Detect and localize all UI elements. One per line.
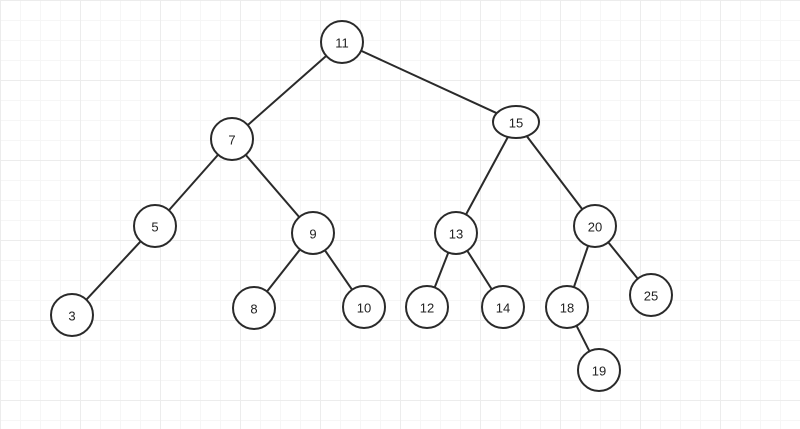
nodes-layer: 11 7 15 5 9 13 20 3 8 10 12 14 18 25 19 <box>50 20 673 392</box>
edge-13-14 <box>466 250 493 290</box>
node-circle <box>573 204 617 248</box>
tree-node-11: 11 <box>320 20 364 64</box>
edge-15-20 <box>525 135 584 210</box>
node-circle <box>291 211 335 255</box>
tree-node-3: 3 <box>50 293 94 337</box>
node-label: 19 <box>592 364 606 379</box>
node-circle <box>577 348 621 392</box>
node-circle <box>210 117 254 161</box>
tree-node-7: 7 <box>210 117 254 161</box>
node-label: 9 <box>309 227 316 242</box>
node-label: 13 <box>449 227 463 242</box>
tree-node-12: 12 <box>405 285 449 329</box>
node-circle <box>50 293 94 337</box>
edge-13-12 <box>433 252 450 288</box>
node-circle <box>492 105 540 139</box>
node-circle <box>481 285 525 329</box>
node-circle <box>232 286 276 330</box>
edge-18-19 <box>575 325 591 352</box>
tree-node-19: 19 <box>577 348 621 392</box>
node-label: 8 <box>250 302 257 317</box>
node-label: 18 <box>560 301 574 316</box>
tree-node-9: 9 <box>291 211 335 255</box>
node-label: 7 <box>228 133 235 148</box>
node-circle <box>405 285 449 329</box>
tree-node-15: 15 <box>492 105 540 139</box>
edge-9-8 <box>266 248 301 293</box>
node-label: 20 <box>588 220 602 235</box>
tree-node-18: 18 <box>545 285 589 329</box>
node-label: 3 <box>68 309 75 324</box>
node-circle <box>133 204 177 248</box>
edge-7-5 <box>168 154 219 211</box>
edge-11-15 <box>360 49 498 115</box>
edge-15-13 <box>465 136 509 216</box>
node-label: 5 <box>151 220 158 235</box>
node-label: 25 <box>644 289 658 304</box>
node-label: 12 <box>420 301 434 316</box>
edge-20-25 <box>607 241 639 280</box>
node-circle <box>320 20 364 64</box>
edge-9-10 <box>324 249 353 291</box>
edge-7-9 <box>244 154 301 218</box>
tree-node-13: 13 <box>434 211 478 255</box>
edges-layer <box>85 49 639 352</box>
node-label: 15 <box>509 116 523 131</box>
tree-node-8: 8 <box>232 286 276 330</box>
edge-20-18 <box>572 245 590 288</box>
node-circle <box>545 285 589 329</box>
node-label: 11 <box>335 36 349 51</box>
tree-node-20: 20 <box>573 204 617 248</box>
node-circle <box>342 285 386 329</box>
node-label: 10 <box>357 301 371 316</box>
edge-11-7 <box>247 55 327 126</box>
edge-5-3 <box>85 240 142 301</box>
tree-node-5: 5 <box>133 204 177 248</box>
node-circle <box>629 273 673 317</box>
tree-node-25: 25 <box>629 273 673 317</box>
node-circle <box>434 211 478 255</box>
tree-node-10: 10 <box>342 285 386 329</box>
node-label: 14 <box>496 301 510 316</box>
tree-node-14: 14 <box>481 285 525 329</box>
